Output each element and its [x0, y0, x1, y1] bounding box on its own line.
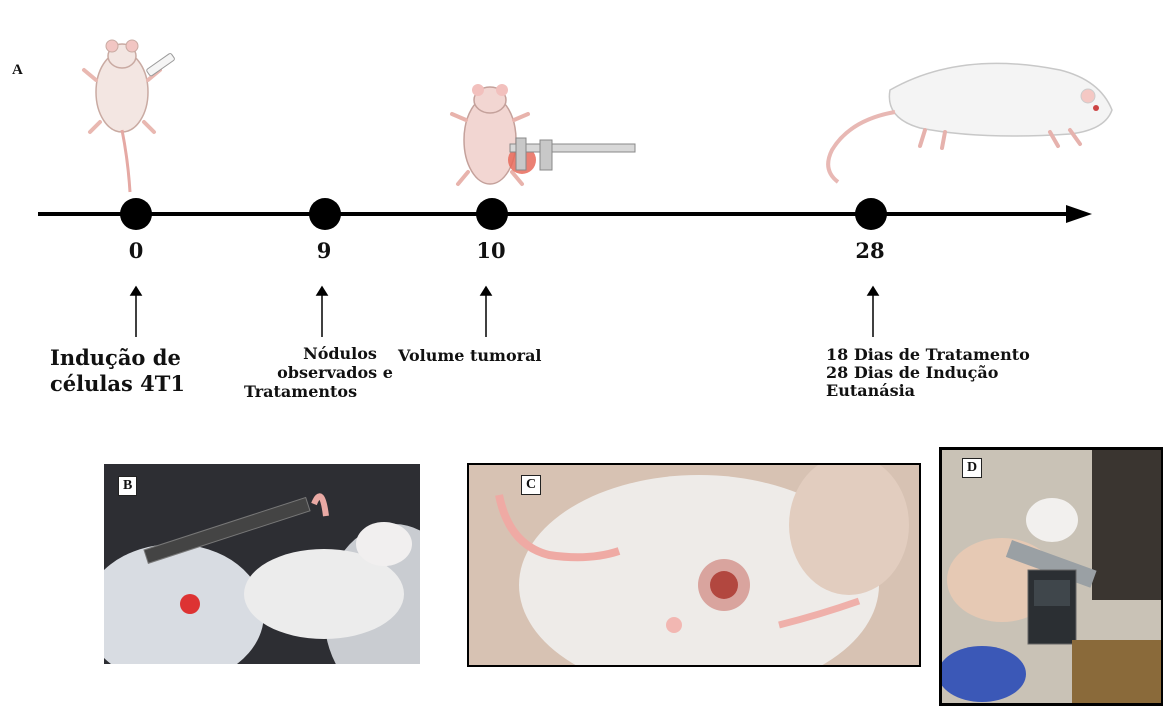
day-label-9: 9	[294, 238, 354, 263]
label-arrows	[0, 285, 1163, 345]
mouse-caliper-illustration	[452, 84, 635, 184]
photo-b: B	[104, 464, 420, 664]
label-day-9-line-2: observados e	[240, 363, 400, 382]
label-day-28-line-1: 18 Dias de Tratamento	[826, 346, 1030, 364]
day-label-0: 0	[106, 238, 166, 263]
label-day-0-line-1: Indução de	[50, 345, 185, 371]
photo-c-illustration	[469, 465, 919, 665]
day-label-10: 10	[461, 238, 521, 263]
timeline-point-day-9	[309, 198, 341, 230]
photo-b-illustration	[104, 464, 420, 664]
timeline-point-day-28	[855, 198, 887, 230]
label-day-28-line-2: 28 Dias de Indução	[826, 364, 1030, 382]
label-day-9-line-1: Nódulos	[240, 344, 400, 363]
photo-d-illustration	[942, 450, 1161, 703]
timeline-axis	[0, 195, 1163, 235]
photo-d: D	[939, 447, 1163, 706]
label-day-28: 18 Dias de Tratamento 28 Dias de Indução…	[826, 346, 1030, 400]
photo-c-letter: C	[521, 475, 541, 495]
day-label-28: 28	[840, 238, 900, 263]
mouse-euthanasia-illustration	[828, 63, 1112, 182]
timeline-point-day-0	[120, 198, 152, 230]
photo-c: C	[467, 463, 921, 667]
label-day-0: Indução de células 4T1	[50, 345, 185, 397]
photo-d-letter: D	[962, 458, 982, 478]
label-day-10: Volume tumoral	[398, 346, 542, 365]
label-day-28-line-3: Eutanásia	[826, 382, 1030, 400]
timeline-point-day-10	[476, 198, 508, 230]
photo-b-letter: B	[118, 476, 137, 496]
label-day-9-line-3: Tratamentos	[240, 382, 400, 401]
label-day-0-line-2: células 4T1	[50, 371, 185, 397]
mouse-injection-illustration	[84, 40, 175, 192]
label-day-9: Nódulos observados e Tratamentos	[240, 344, 400, 401]
timeline-illustrations	[0, 0, 1163, 300]
